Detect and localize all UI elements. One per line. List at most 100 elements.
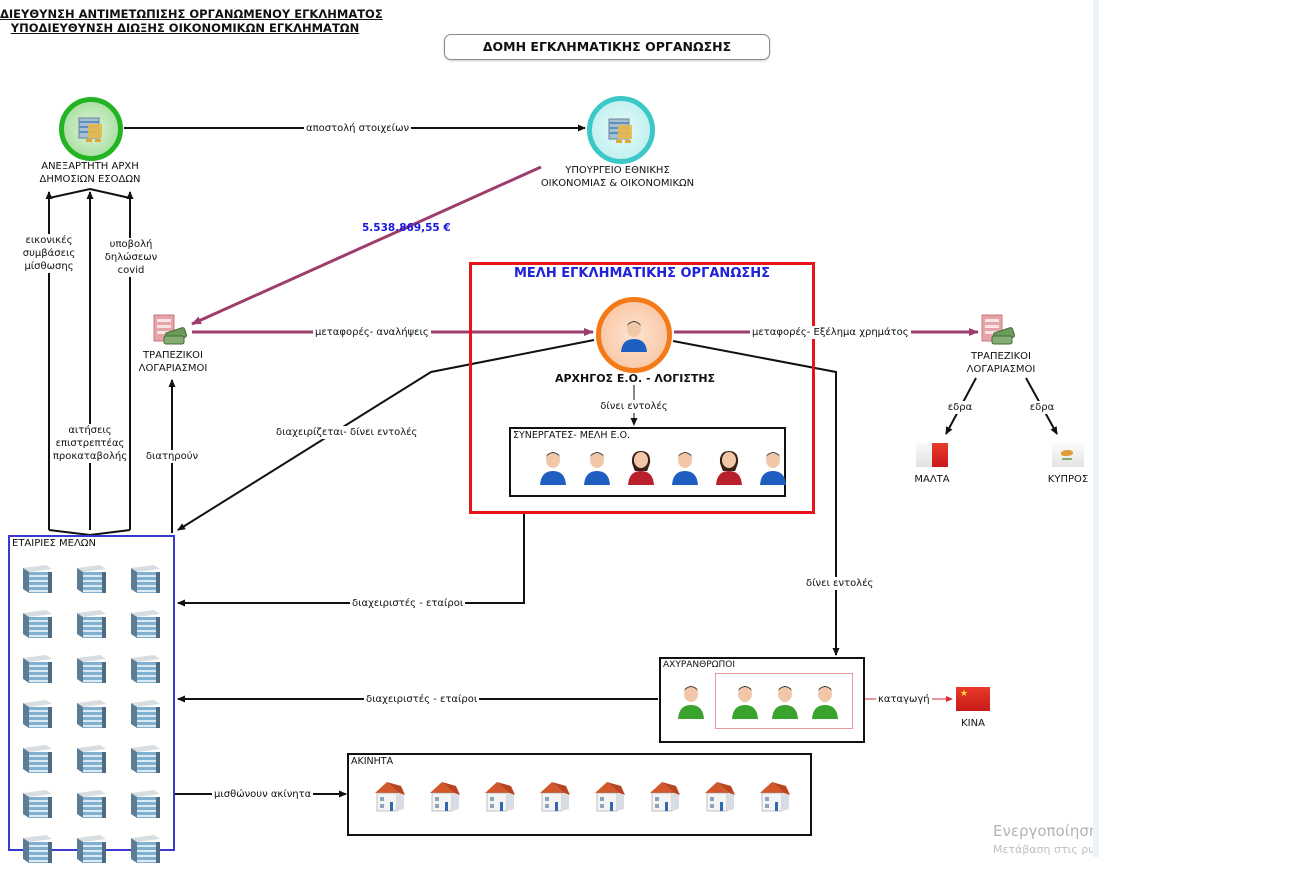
- company-building-icon[interactable]: [74, 786, 108, 824]
- label-gives-orders-inner: δίνει εντολές: [596, 400, 672, 413]
- label-covid-2: δηλώσεων: [104, 252, 158, 263]
- edge-gives-orders-right: [672, 340, 840, 656]
- aade-label-1: ΑΝΕΞΑΡΤΗΤΗ ΑΡΧΗ: [41, 161, 139, 172]
- house-icon[interactable]: [371, 777, 407, 817]
- company-building-icon[interactable]: [74, 696, 108, 734]
- label-fake-leases-2: συμβάσεις: [22, 248, 76, 259]
- government-building-icon: [78, 117, 102, 142]
- company-building-icon[interactable]: [20, 741, 54, 779]
- strawman-person-icon[interactable]: [809, 683, 841, 723]
- company-building-icon[interactable]: [128, 651, 162, 689]
- female-person-icon[interactable]: [625, 449, 657, 489]
- ministry-label-2: ΟΙΚΟΝΟΜΙΑΣ & ΟΙΚΟΝΟΜΙΚΩΝ: [540, 178, 695, 189]
- company-building-icon[interactable]: [74, 831, 108, 869]
- company-building-icon[interactable]: [74, 651, 108, 689]
- properties-group: ΑΚΙΝΗΤΑ: [347, 753, 812, 836]
- person-icon: [621, 321, 647, 352]
- label-seat-malta: εδρα: [945, 401, 975, 414]
- company-building-icon[interactable]: [20, 786, 54, 824]
- male-person-icon[interactable]: [537, 449, 569, 489]
- company-building-icon[interactable]: [74, 741, 108, 779]
- house-icon[interactable]: [536, 777, 572, 817]
- strawmen-group: ΑΧΥΡΑΝΘΡΩΠΟΙ: [659, 657, 865, 743]
- ministry-node[interactable]: [587, 96, 655, 164]
- house-icon[interactable]: [591, 777, 627, 817]
- strawman-person-icon[interactable]: [729, 683, 761, 723]
- company-building-icon[interactable]: [128, 696, 162, 734]
- label-gives-orders-right: δίνει εντολές: [804, 577, 876, 590]
- header-line-1: ΔΙΕΥΘΥΝΣΗ ΑΝΤΙΜΕΤΩΠΙΣΗΣ ΟΡΓΑΝΩΜΕΝΟΥ ΕΓΚΛ…: [0, 7, 383, 21]
- label-managers-partners-1: διαχειριστές - εταίροι: [350, 597, 466, 610]
- china-label: ΚΙΝΑ: [961, 718, 985, 729]
- label-send-data: αποστολή στοιχείων: [304, 122, 412, 135]
- collaborators-list: [537, 449, 786, 489]
- label-refund-3: προκαταβολής: [52, 451, 128, 462]
- company-building-icon[interactable]: [128, 741, 162, 779]
- company-building-icon[interactable]: [20, 831, 54, 869]
- cyprus-flag-icon: [1052, 443, 1084, 467]
- male-person-icon[interactable]: [669, 449, 701, 489]
- aade-label-2: ΔΗΜΟΣΙΩΝ ΕΣΟΔΩΝ: [39, 174, 141, 185]
- house-icon[interactable]: [481, 777, 517, 817]
- china-flag-icon: ★: [956, 687, 990, 711]
- company-building-icon[interactable]: [128, 831, 162, 869]
- header-line-2: ΥΠΟΔΙΕΥΘΥΝΣΗ ΔΙΩΞΗΣ ΟΙΚΟΝΟΜΙΚΩΝ ΕΓΚΛΗΜΑΤ…: [10, 21, 360, 35]
- company-building-icon[interactable]: [20, 651, 54, 689]
- label-fake-leases-1: εικονικές: [25, 235, 73, 246]
- activation-watermark-title: Ενεργοποίηση: [993, 822, 1098, 840]
- diagram-canvas: ΔΙΕΥΘΥΝΣΗ ΑΝΤΙΜΕΤΩΠΙΣΗΣ ΟΡΓΑΝΩΜΕΝΟΥ ΕΓΚΛ…: [0, 7, 1098, 863]
- bank-statement-money-icon: [153, 314, 188, 345]
- male-person-icon[interactable]: [581, 449, 613, 489]
- bank-statement-money-icon: [981, 314, 1016, 345]
- company-building-icon[interactable]: [20, 606, 54, 644]
- collaborators-group: ΣΥΝΕΡΓΑΤΕΣ- ΜΕΛΗ Ε.Ο.: [509, 427, 786, 497]
- strawman-person-icon[interactable]: [675, 683, 707, 723]
- bank-right-node[interactable]: [980, 314, 1016, 350]
- label-transfers-withdrawals: μεταφορές- αναλήψεις: [313, 326, 431, 339]
- bank-right-label-2: ΛΟΓΑΡΙΑΣΜΟΙ: [966, 364, 1036, 375]
- label-manages-gives-orders: διαχειρίζεται- δίνει εντολές: [274, 426, 420, 439]
- bank-left-label-2: ΛΟΓΑΡΙΑΣΜΟΙ: [138, 363, 208, 374]
- company-building-icon[interactable]: [20, 696, 54, 734]
- company-building-icon[interactable]: [128, 561, 162, 599]
- strawmen-title: ΑΧΥΡΑΝΘΡΩΠΟΙ: [663, 660, 736, 670]
- label-covid-3: covid: [117, 265, 145, 276]
- bank-left-node[interactable]: [152, 314, 188, 350]
- edge-managers-partners-1: [177, 513, 525, 607]
- window-scroll-strip[interactable]: [1093, 0, 1099, 857]
- aade-node[interactable]: [59, 97, 123, 161]
- house-icon[interactable]: [756, 777, 792, 817]
- female-person-icon[interactable]: [713, 449, 745, 489]
- label-amount: 5.538.869,55 €: [362, 222, 451, 234]
- company-building-icon[interactable]: [74, 561, 108, 599]
- company-building-icon[interactable]: [128, 786, 162, 824]
- diagram-connectors: [45, 124, 1058, 798]
- label-managers-partners-2: διαχειριστές - εταίροι: [364, 693, 480, 706]
- company-building-icon[interactable]: [74, 606, 108, 644]
- companies-title: ΕΤΑΙΡΙΕΣ ΜΕΛΩΝ: [12, 538, 96, 549]
- collaborators-title: ΣΥΝΕΡΓΑΤΕΣ- ΜΕΛΗ Ε.Ο.: [513, 430, 631, 441]
- strawmen-list: [675, 683, 855, 723]
- edge-bracket-top: [48, 187, 131, 199]
- leader-node[interactable]: [596, 297, 672, 373]
- strawman-person-icon[interactable]: [769, 683, 801, 723]
- government-building-icon: [608, 118, 632, 143]
- companies-list: [20, 561, 170, 869]
- malta-label: ΜΑΛΤΑ: [914, 474, 950, 485]
- label-maintain: διατηρούν: [144, 450, 200, 463]
- label-fake-leases: εικονικές συμβάσεις μίσθωσης: [20, 234, 78, 273]
- house-icon[interactable]: [426, 777, 462, 817]
- properties-title: ΑΚΙΝΗΤΑ: [351, 756, 394, 767]
- label-fake-leases-3: μίσθωσης: [24, 261, 74, 272]
- company-building-icon[interactable]: [128, 606, 162, 644]
- label-covid-1: υποβολή: [109, 239, 153, 250]
- org-members-title: ΜΕΛΗ ΕΓΚΛΗΜΑΤΙΚΗΣ ΟΡΓΑΝΩΣΗΣ: [513, 266, 771, 281]
- ministry-label-1: ΥΠΟΥΡΓΕΙΟ ΕΘΝΙΚΗΣ: [565, 165, 670, 176]
- company-building-icon[interactable]: [20, 561, 54, 599]
- house-icon[interactable]: [701, 777, 737, 817]
- diagram-title: ΔΟΜΗ ΕΓΚΛΗΜΑΤΙΚΗΣ ΟΡΓΑΝΩΣΗΣ: [444, 34, 770, 60]
- house-icon[interactable]: [646, 777, 682, 817]
- male-person-icon[interactable]: [757, 449, 789, 489]
- label-transfers-export: μεταφορές- Εξέλημα χρημάτος: [750, 326, 911, 339]
- leader-label: ΑΡΧΗΓΟΣ Ε.Ο. - ΛΟΓΙΣΤΗΣ: [554, 372, 716, 385]
